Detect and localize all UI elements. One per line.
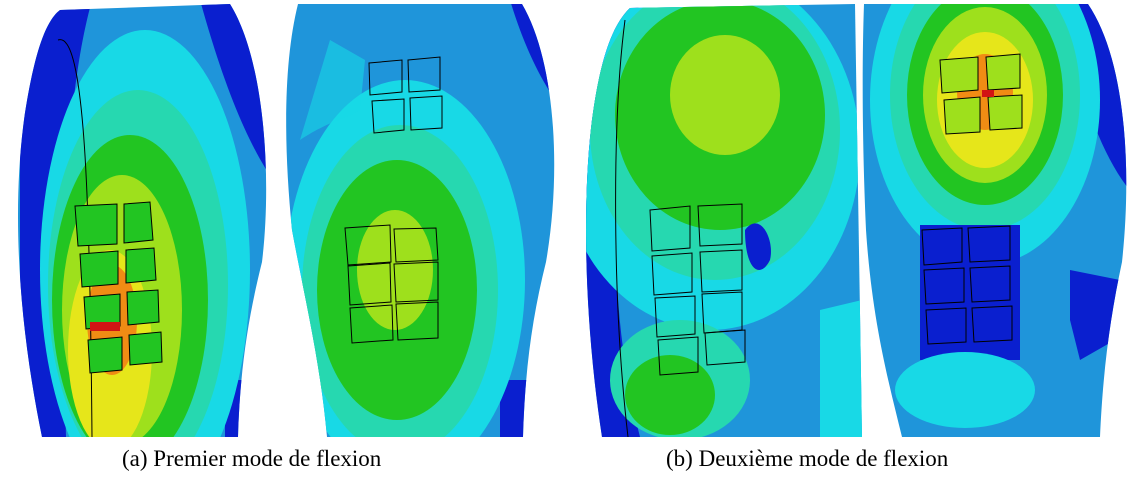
caption-b-label: (b): [666, 446, 693, 471]
mode-2-view-1-cutouts: [649, 203, 746, 376]
mode-2-view-1-panel: [586, 4, 862, 437]
mode-1-view-2-cutouts: [344, 56, 443, 344]
mode-1-view-1-panel: [18, 4, 267, 437]
mode-1-view-1-cutouts: [74, 201, 163, 374]
caption-b: (b) Deuxième mode de flexion: [666, 446, 948, 472]
mode-2-view-2-cutouts: [921, 53, 1023, 345]
mode-1-view-2-panel: [286, 4, 555, 437]
caption-b-text: Deuxième mode de flexion: [698, 446, 949, 471]
caption-a-label: (a): [122, 446, 148, 471]
caption-a: (a) Premier mode de flexion: [122, 446, 381, 472]
caption-a-text: Premier mode de flexion: [153, 446, 382, 471]
